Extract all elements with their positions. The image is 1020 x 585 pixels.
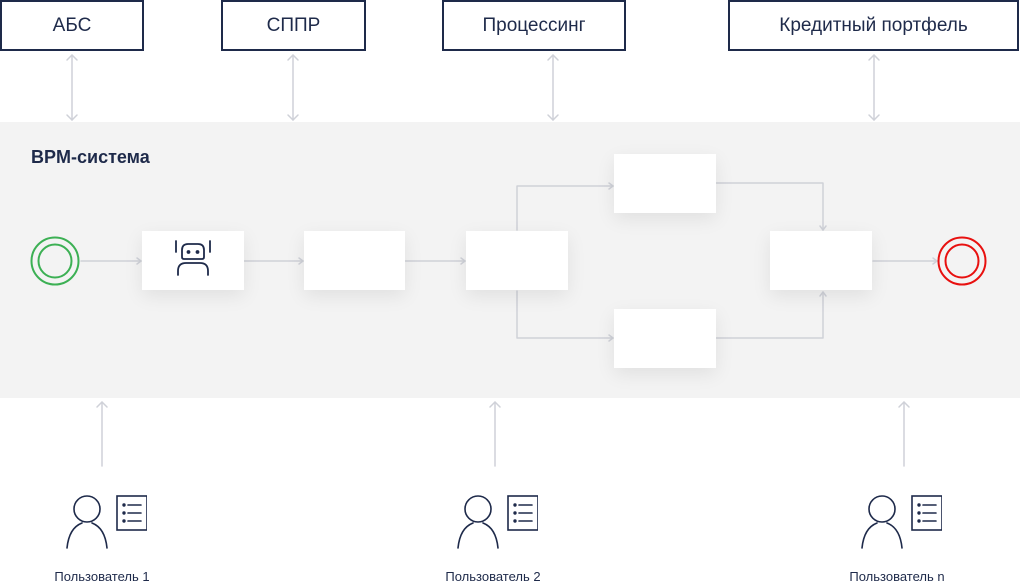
bidirectional-arrow-processing — [547, 54, 559, 121]
user-with-list-icon — [57, 490, 148, 555]
end-event-icon[interactable] — [937, 236, 987, 286]
user-with-list-icon — [448, 490, 539, 555]
arrow-user-2 — [489, 401, 501, 467]
bidirectional-arrow-credit — [868, 54, 880, 121]
user-2-label: Пользователь 2 — [445, 569, 541, 584]
system-processing-label: Процессинг — [482, 14, 586, 36]
bpm-system-title: BPM-система — [31, 147, 150, 167]
user-n[interactable]: Пользователь n — [817, 490, 977, 584]
bidirectional-arrow-sppr — [287, 54, 299, 121]
task-2[interactable] — [304, 231, 405, 290]
system-sppr[interactable]: СППР — [221, 0, 366, 51]
system-abs[interactable]: АБС — [0, 0, 144, 51]
user-n-label: Пользователь n — [849, 569, 945, 584]
task-branch-bottom[interactable] — [614, 309, 716, 368]
user-1[interactable]: Пользователь 1 — [22, 490, 182, 584]
task-merge[interactable] — [770, 231, 872, 290]
task-branch-top[interactable] — [614, 154, 716, 213]
system-sppr-label: СППР — [266, 14, 321, 36]
system-credit-portfolio[interactable]: Кредитный портфель — [728, 0, 1019, 51]
robot-icon — [173, 238, 213, 283]
start-event-icon[interactable] — [30, 236, 80, 286]
user-1-label: Пользователь 1 — [54, 569, 150, 584]
task-gateway[interactable] — [466, 231, 568, 290]
system-processing[interactable]: Процессинг — [442, 0, 626, 51]
user-with-list-icon — [852, 490, 943, 555]
task-robot[interactable] — [142, 231, 244, 290]
arrow-user-n — [898, 401, 910, 467]
system-abs-label: АБС — [52, 14, 92, 36]
user-2[interactable]: Пользователь 2 — [413, 490, 573, 584]
arrow-user-1 — [96, 401, 108, 467]
bidirectional-arrow-abs — [66, 54, 78, 121]
system-credit-portfolio-label: Кредитный портфель — [779, 14, 968, 36]
